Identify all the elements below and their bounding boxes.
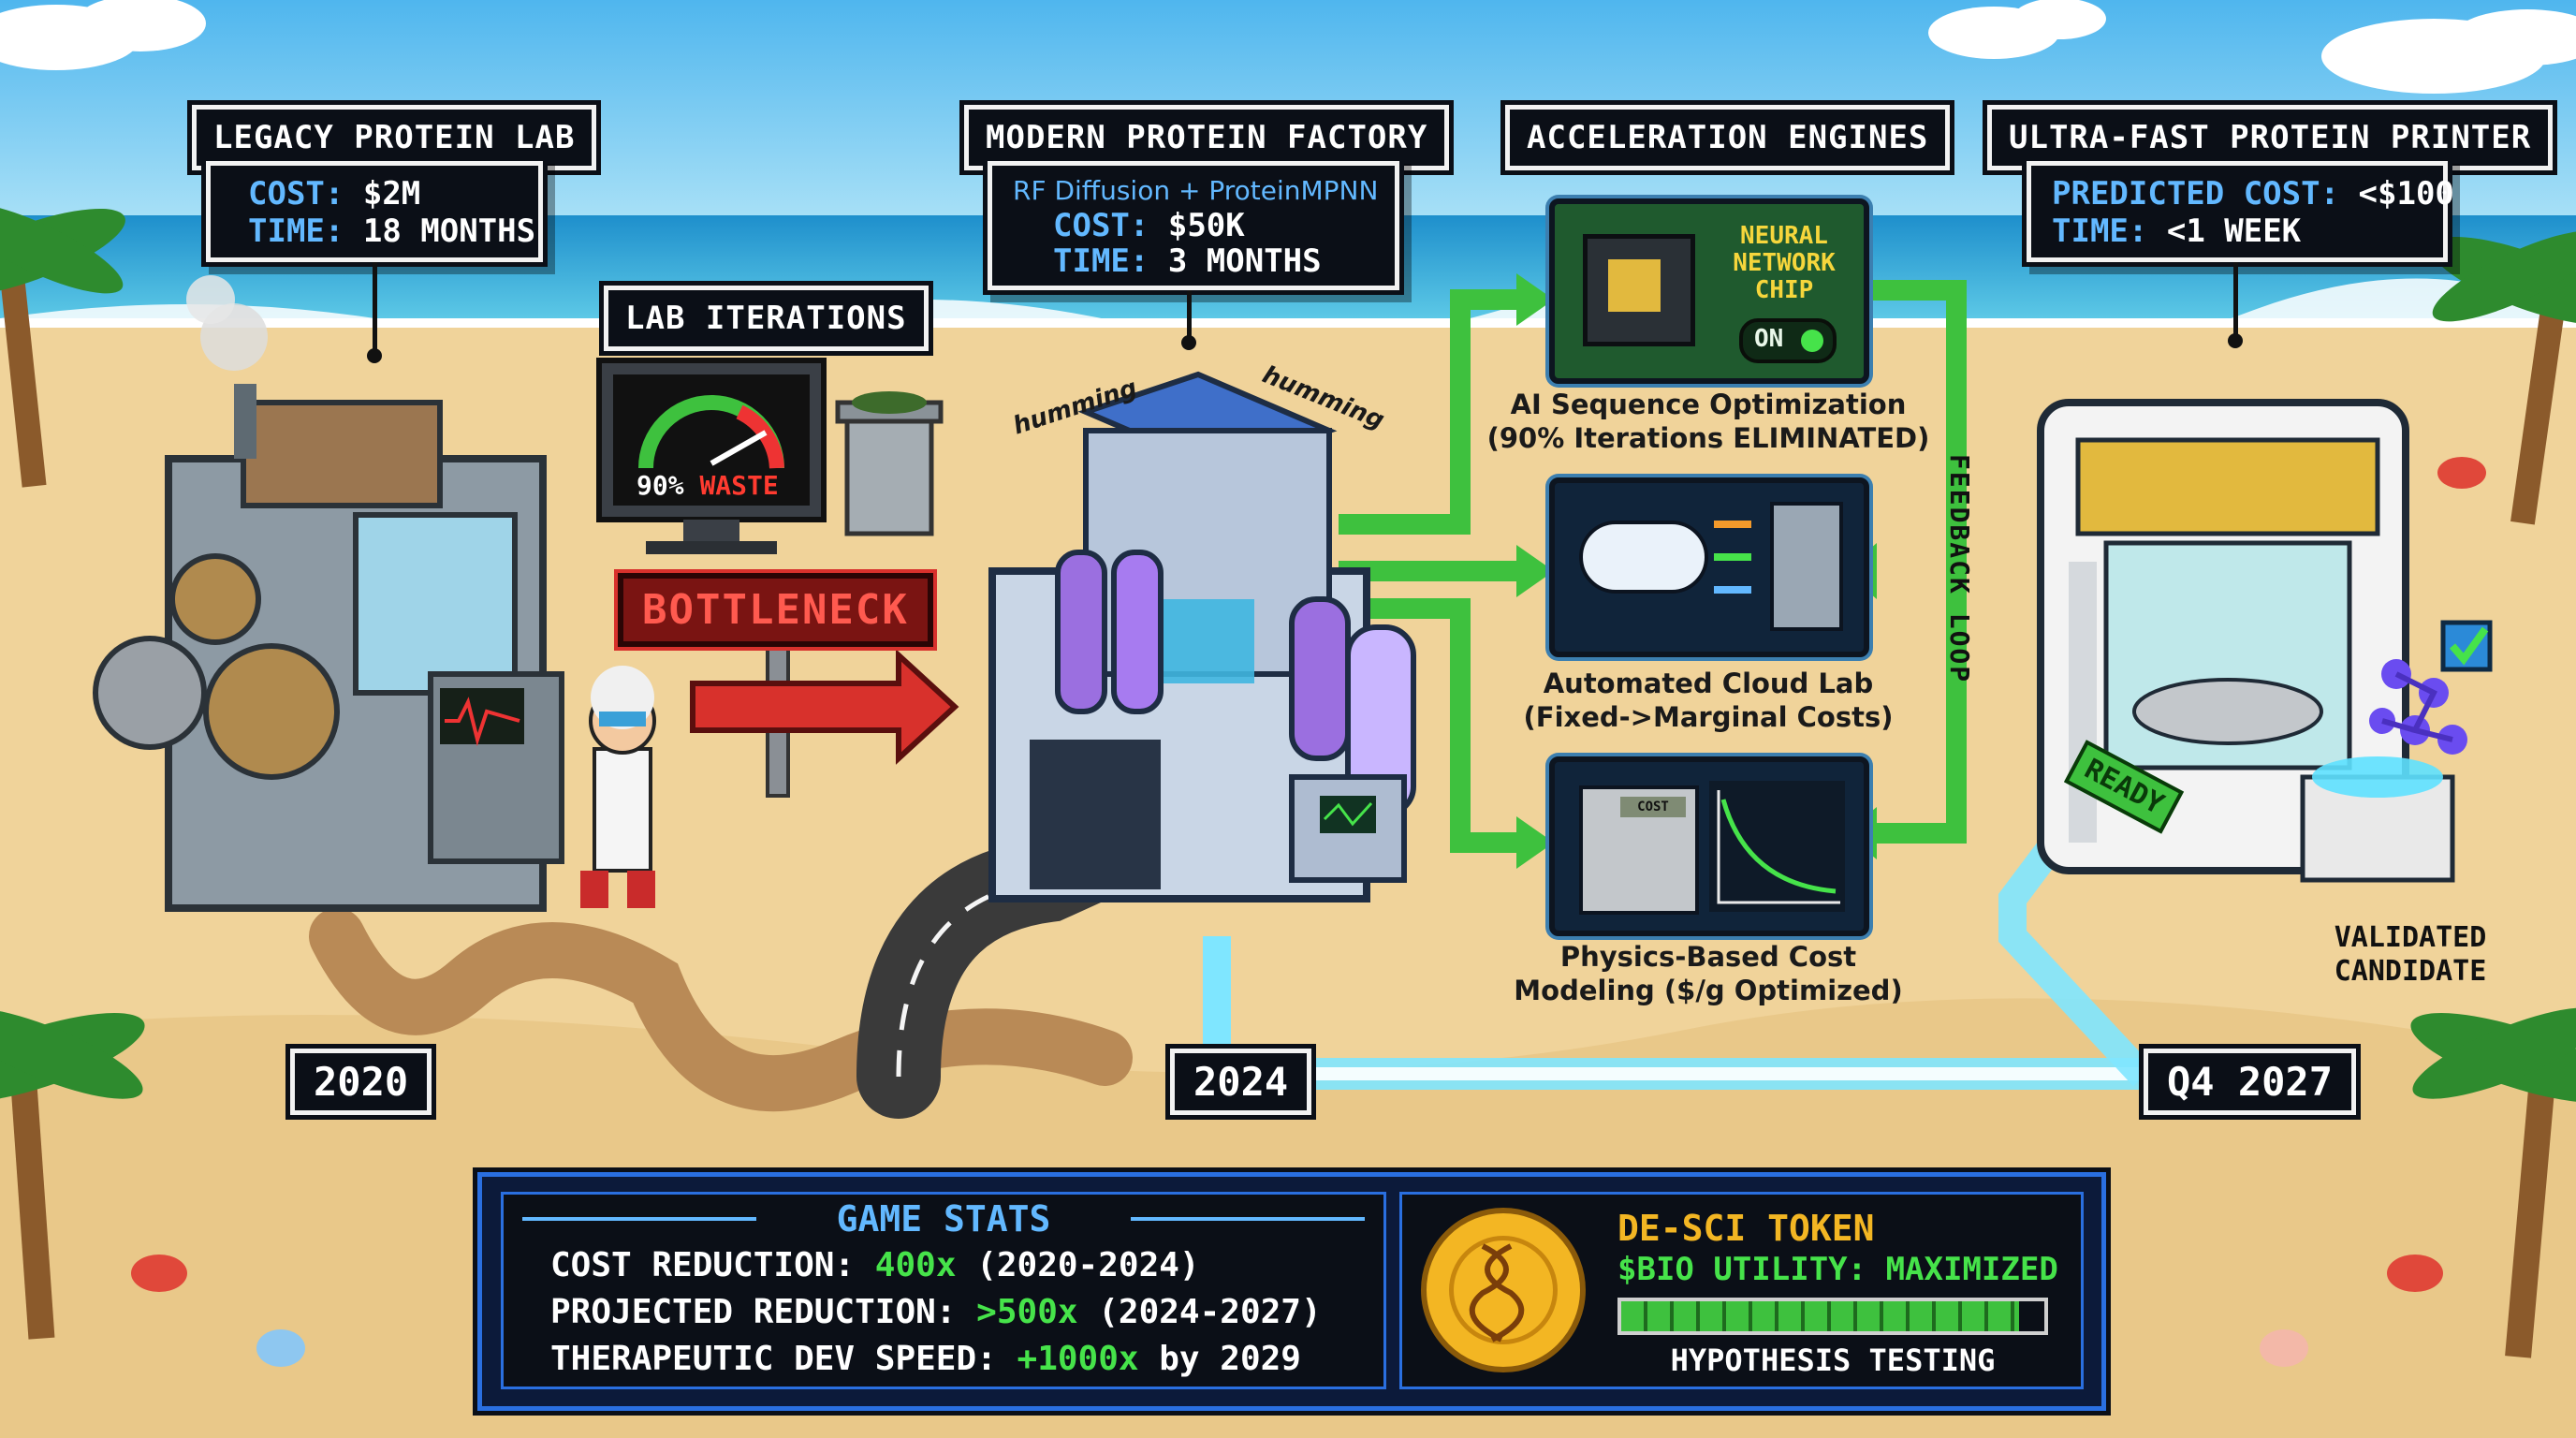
dna-coin-icon	[1421, 1208, 1586, 1372]
engines-title: ACCELERATION ENGINES	[1505, 105, 1951, 170]
protein-printer	[2037, 399, 2455, 883]
printer-time-label: TIME:	[2052, 213, 2148, 250]
hypothesis-progress-bar	[1617, 1298, 2048, 1335]
stat-1-value: 400x	[874, 1246, 957, 1284]
stat-row-2: PROJECTED REDUCTION: >500x (2024-2027)	[550, 1294, 1322, 1331]
year-2024: 2024	[1170, 1049, 1312, 1115]
modern-cost-label: COST:	[1053, 207, 1149, 244]
feedback-loop-label: FEEDBACK LOOP	[1944, 454, 1975, 684]
server-rack-icon	[1770, 502, 1843, 631]
modern-time-value: 3 MONTHS	[1167, 242, 1322, 280]
gauge-label: WASTE	[699, 470, 779, 501]
calculator-label: COST	[1620, 797, 1686, 817]
year-2027: Q4 2027	[2144, 1049, 2357, 1115]
engine-caption-2: Automated Cloud Lab (Fixed->Marginal Cos…	[1474, 667, 1942, 734]
legacy-stem	[373, 262, 377, 356]
engine-1-line1: AI Sequence Optimization	[1510, 389, 1907, 420]
dna-icon	[1469, 1243, 1525, 1343]
chip-toggle[interactable]: ON	[1739, 318, 1837, 363]
stat-1-suffix: (2020-2024)	[976, 1246, 1200, 1284]
shell-icon	[256, 1329, 2308, 1367]
stat-3-value: +1000x	[1017, 1340, 1139, 1378]
printer-beam	[1998, 815, 2154, 1087]
stat-1-label: COST REDUCTION:	[550, 1246, 856, 1284]
legacy-lab-machine	[93, 275, 564, 912]
waste-gauge-monitor	[596, 358, 827, 554]
engine-2-line2: (Fixed->Marginal Costs)	[1523, 701, 1894, 733]
stat-row-3: THERAPEUTIC DEV SPEED: +1000x by 2029	[550, 1341, 1301, 1378]
engine-caption-1: AI Sequence Optimization (90% Iterations…	[1474, 388, 1942, 455]
gauge-value: 90%	[637, 470, 684, 501]
iterations-title: LAB ITERATIONS	[604, 286, 929, 351]
legacy-pin	[367, 348, 382, 363]
token-panel: DE-SCI TOKEN $BIO UTILITY: MAXIMIZED HYP…	[1399, 1192, 2084, 1389]
bottleneck-sign	[690, 625, 959, 798]
engine-3-line2: Modeling ($/g Optimized)	[1514, 975, 1903, 1006]
chip-label-2: NETWORK	[1733, 249, 1836, 277]
neural-chip-card: NEURAL NETWORK CHIP ON	[1549, 198, 1869, 384]
engine-3-line1: Physics-Based Cost	[1559, 941, 1857, 973]
crab-icon	[131, 457, 2486, 1292]
modern-factory	[988, 371, 1416, 902]
progress-fill	[1621, 1301, 2019, 1331]
cost-curve-icon	[1709, 781, 1845, 912]
legacy-cost-label: COST:	[248, 175, 344, 213]
cloud-icon	[0, 0, 2576, 94]
engine-caption-3: Physics-Based Cost Modeling ($/g Optimiz…	[1474, 940, 1942, 1007]
progress-label: HYPOTHESIS TESTING	[1670, 1343, 1996, 1378]
bottom-hud: GAME STATS COST REDUCTION: 400x (2020-20…	[477, 1172, 2106, 1411]
game-stats-panel: GAME STATS COST REDUCTION: 400x (2020-20…	[501, 1192, 1386, 1389]
chip-label-1: NEURAL	[1740, 222, 1828, 250]
calculator-icon: COST	[1579, 785, 1699, 915]
toggle-knob-icon	[1801, 330, 1823, 352]
validated-candidate-label: VALIDATED CANDIDATE	[2312, 921, 2509, 989]
chip-toggle-label: ON	[1754, 325, 1784, 353]
printer-pin	[2228, 333, 2243, 348]
chip-icon	[1583, 234, 1695, 346]
modern-time-label: TIME:	[1053, 242, 1149, 280]
trash-can-icon	[835, 391, 944, 536]
game-stats-title: GAME STATS	[836, 1198, 1051, 1240]
cost-model-card: COST	[1549, 756, 1869, 936]
legacy-time-label: TIME:	[248, 213, 344, 250]
legacy-stats-panel: COST: $2M TIME: 18 MONTHS	[206, 161, 543, 262]
stat-2-label: PROJECTED REDUCTION:	[550, 1293, 957, 1331]
modern-cost-value: $50K	[1167, 207, 1245, 244]
printer-cost-value: <$100	[2358, 175, 2454, 213]
stat-2-suffix: (2024-2027)	[1098, 1293, 1322, 1331]
result-line2: CANDIDATE	[2334, 955, 2487, 988]
year-2020: 2020	[290, 1049, 432, 1115]
legacy-cost-value: $2M	[362, 175, 421, 213]
legacy-title: LEGACY PROTEIN LAB	[192, 105, 597, 170]
printer-stem	[2233, 262, 2238, 337]
bottleneck-label: BOTTLENECK	[618, 573, 933, 647]
token-title: DE-SCI TOKEN	[1617, 1208, 1875, 1249]
printer-title: ULTRA-FAST PROTEIN PRINTER	[1987, 105, 2554, 170]
cloud-lab-card	[1549, 477, 1869, 657]
stat-row-1: COST REDUCTION: 400x (2020-2024)	[550, 1247, 1200, 1284]
stat-3-suffix: by 2029	[1159, 1340, 1301, 1378]
modern-pin	[1181, 335, 1196, 350]
stat-2-value: >500x	[976, 1293, 1078, 1331]
stat-3-label: THERAPEUTIC DEV SPEED:	[550, 1340, 997, 1378]
printer-cost-label: PREDICTED COST:	[2052, 175, 2340, 213]
gauge-readout: 90% WASTE	[637, 470, 779, 501]
check-icon	[2440, 620, 2493, 672]
legacy-time-value: 18 MONTHS	[362, 213, 536, 250]
printer-stats-panel: PREDICTED COST: <$100 TIME: <1 WEEK	[2027, 161, 2454, 262]
token-utility: $BIO UTILITY: MAXIMIZED	[1617, 1251, 2058, 1288]
cloud-icon	[1579, 521, 1708, 594]
engine-1-line2: (90% Iterations ELIMINATED)	[1486, 422, 1930, 454]
modern-subtitle: RF Diffusion + ProteinMPNN	[1013, 175, 1379, 206]
modern-stem	[1187, 290, 1192, 339]
molecule-icon	[2369, 659, 2467, 755]
printer-time-value: <1 WEEK	[2166, 213, 2302, 250]
palm-tree-icon	[0, 202, 2576, 1358]
scientist-character	[580, 666, 656, 908]
modern-stats-panel: RF Diffusion + ProteinMPNN COST: $50K TI…	[988, 161, 1399, 290]
result-line1: VALIDATED	[2334, 921, 2487, 954]
engine-2-line1: Automated Cloud Lab	[1543, 668, 1874, 699]
chip-label-3: CHIP	[1754, 276, 1814, 304]
